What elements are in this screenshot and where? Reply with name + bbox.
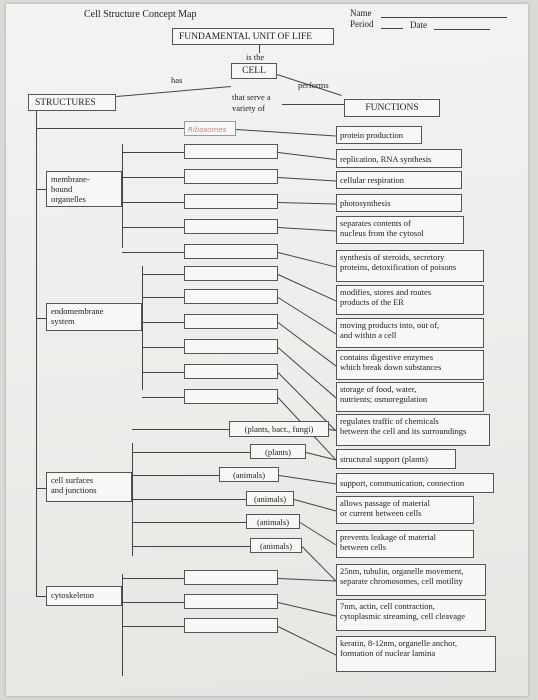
function-text: prevents leakage of material xyxy=(340,532,437,542)
group-cytoskeleton: cytoskeleton xyxy=(46,586,122,606)
name-line xyxy=(381,17,507,18)
function-text: keratin, 8-12nm, organelle anchor, xyxy=(340,638,458,648)
page-title: Cell Structure Concept Map xyxy=(84,9,197,20)
structure-answer-box[interactable]: (animals) xyxy=(246,514,300,529)
function-box: replication, RNA synthesis xyxy=(336,149,462,168)
fundamental-unit-box: FUNDAMENTAL UNIT OF LIFE xyxy=(172,28,334,45)
function-text: replication, RNA synthesis xyxy=(340,153,432,164)
structure-answer-box[interactable] xyxy=(184,169,278,184)
has-label: has xyxy=(171,75,183,85)
function-box: keratin, 8-12nm, organelle anchor,format… xyxy=(336,636,496,672)
structure-answer-box[interactable] xyxy=(184,364,278,379)
structure-answer-box[interactable] xyxy=(184,219,278,234)
structure-answer-text: (plants) xyxy=(265,447,291,457)
structure-answer-box[interactable] xyxy=(184,266,278,281)
function-box: photosynthesis xyxy=(336,194,462,212)
function-text: 7nm, actin, cell contraction, xyxy=(340,601,435,611)
performs-label: performs xyxy=(298,80,329,90)
is-the-label: is the xyxy=(246,52,265,62)
structure-answer-box[interactable] xyxy=(184,314,278,329)
structure-answer-text: Ribosomes xyxy=(188,126,227,134)
serve-label-1: that serve a xyxy=(232,92,271,102)
structure-answer-box[interactable] xyxy=(184,389,278,404)
function-box: 25nm, tubulin, organelle movement,separa… xyxy=(336,564,486,596)
function-text: cytoplasmic streaming, cell cleavage xyxy=(340,611,466,621)
function-text: between cells xyxy=(340,542,387,552)
function-box: cellular respiration xyxy=(336,171,462,189)
function-text: proteins, detoxification of poisons xyxy=(340,262,457,272)
structure-answer-box[interactable] xyxy=(184,339,278,354)
function-text: nutrients; osmoregulation xyxy=(340,394,428,404)
structure-answer-text: (animals) xyxy=(259,541,293,551)
function-text: separate chromosomes, cell motility xyxy=(340,576,463,586)
function-box: moving products into, out of,and within … xyxy=(336,318,484,348)
date-line xyxy=(434,29,490,30)
cell-box: CELL xyxy=(231,63,277,79)
serve-label-2: variety of xyxy=(232,103,265,113)
function-text: products of the ER xyxy=(340,297,404,307)
function-box: protein production xyxy=(336,126,422,144)
function-box: storage of food, water,nutrients; osmore… xyxy=(336,382,484,412)
function-box: support, communication, connection xyxy=(336,473,494,493)
structure-answer-box[interactable]: (animals) xyxy=(246,491,294,506)
structure-answer-box[interactable]: (plants) xyxy=(250,444,306,459)
structure-answer-box[interactable] xyxy=(184,244,278,259)
function-text: 25nm, tubulin, organelle movement, xyxy=(340,566,464,576)
function-text: and within a cell xyxy=(340,330,397,340)
structure-answer-text: (plants, bact., fungi) xyxy=(244,424,314,434)
function-box: 7nm, actin, cell contraction,cytoplasmic… xyxy=(336,599,486,631)
period-line xyxy=(381,28,403,29)
structure-answer-text: (animals) xyxy=(232,470,266,480)
structures-box: STRUCTURES xyxy=(28,94,116,111)
function-text: nucleus from the cytosol xyxy=(340,228,424,238)
function-box: structural support (plants) xyxy=(336,449,456,469)
structure-answer-box[interactable]: Ribosomes xyxy=(184,121,236,136)
structure-answer-text: (animals) xyxy=(256,517,290,527)
function-text: storage of food, water, xyxy=(340,384,417,394)
function-text: which break down substances xyxy=(340,362,442,372)
function-text: structural support (plants) xyxy=(340,454,428,464)
function-text: photosynthesis xyxy=(340,198,391,208)
structure-answer-box[interactable]: (animals) xyxy=(219,467,279,482)
function-text: moving products into, out of, xyxy=(340,320,440,330)
function-text: protein production xyxy=(340,130,404,140)
function-text: formation of nuclear lamina xyxy=(340,648,436,658)
function-text: allows passage of material xyxy=(340,498,430,508)
structure-answer-text: (animals) xyxy=(253,494,287,504)
worksheet-page: Cell Structure Concept Map Name Period D… xyxy=(6,4,528,696)
structure-answer-box[interactable] xyxy=(184,618,278,633)
structure-answer-box[interactable] xyxy=(184,194,278,209)
function-text: synthesis of steroids, secretory xyxy=(340,252,445,262)
function-text: contains digestive enzymes xyxy=(340,352,434,362)
period-label: Period xyxy=(350,19,374,29)
function-text: regulates traffic of chemicals xyxy=(340,416,439,426)
functions-box: FUNCTIONS xyxy=(344,99,440,117)
structure-answer-box[interactable] xyxy=(184,144,278,159)
function-text: separates contents of xyxy=(340,218,411,228)
function-text: between the cell and its surroundings xyxy=(340,426,467,436)
structure-answer-box[interactable] xyxy=(184,594,278,609)
structure-answer-box[interactable] xyxy=(184,289,278,304)
structure-answer-box[interactable]: (animals) xyxy=(250,538,302,553)
function-text: cellular respiration xyxy=(340,175,404,185)
function-text: or current between cells xyxy=(340,508,422,518)
structure-answer-box[interactable]: (plants, bact., fungi) xyxy=(229,421,329,437)
function-text: support, communication, connection xyxy=(340,478,465,488)
name-label: Name xyxy=(350,8,372,18)
structure-answer-box[interactable] xyxy=(184,570,278,585)
date-label: Date xyxy=(410,20,427,30)
function-text: modifies, stores and routes xyxy=(340,287,432,297)
